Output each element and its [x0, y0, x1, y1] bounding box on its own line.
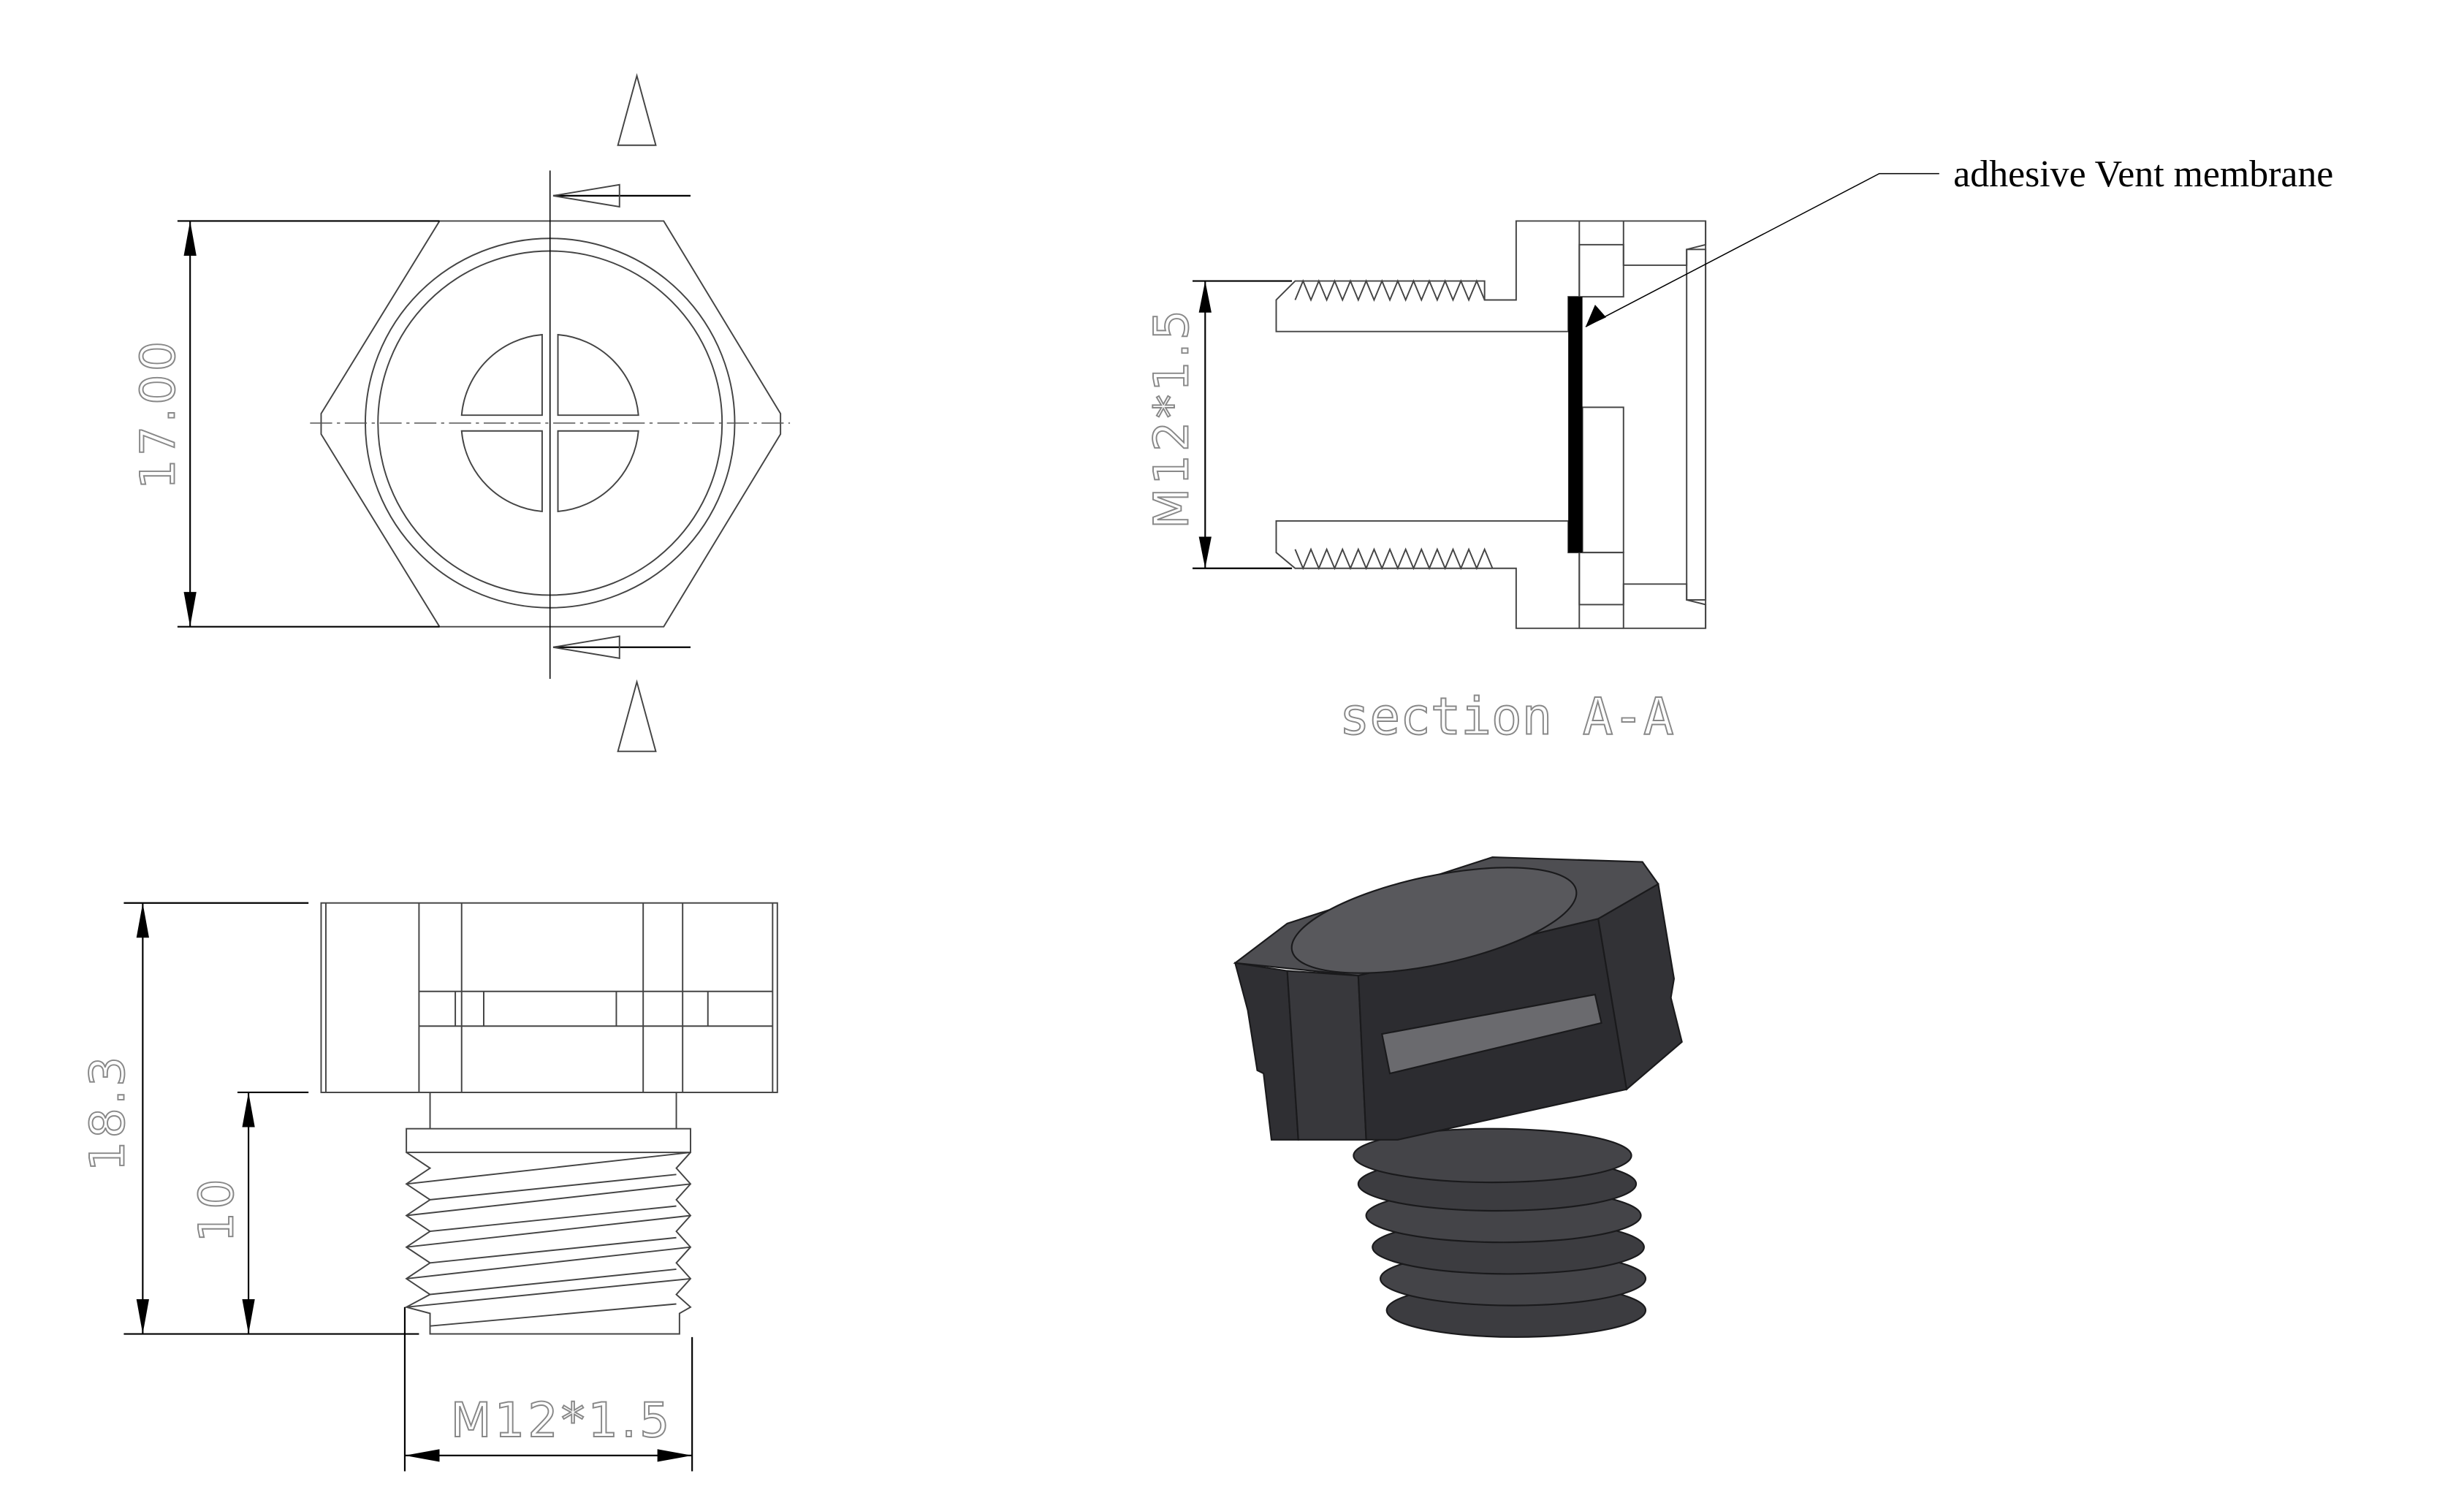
dimension-width: 17.00	[131, 220, 440, 628]
section-arrow-bottom: A	[552, 635, 691, 753]
slot-opening	[1380, 993, 1602, 1075]
top-view: A A 17.00	[131, 73, 791, 753]
vent-plug-3d-render	[1233, 856, 1683, 1338]
membrane-callout-label: adhesive Vent membrane	[1953, 153, 2333, 195]
dimension-width-label: 17.00	[132, 338, 186, 490]
section-view: adhesive Vent membrane M12*1.5 section A…	[1144, 153, 2334, 748]
membrane-callout: adhesive Vent membrane	[1585, 153, 2333, 327]
dimension-overall-height-label: 18.3	[80, 1053, 135, 1171]
section-title: section A-A	[1339, 688, 1674, 747]
side-view: 18.3 10 M12*1.5	[80, 902, 778, 1472]
section-arrow-top: A	[552, 73, 691, 208]
vent-membrane	[1568, 297, 1583, 553]
dimension-overall-height: 18.3	[80, 902, 419, 1335]
thread-3d	[1353, 1127, 1647, 1338]
dimension-thread-diameter-label: M12*1.5	[451, 1393, 673, 1448]
dimension-thread-diameter: M12*1.5	[403, 1307, 693, 1472]
hex-front-face	[1286, 970, 1367, 1141]
hex-outline	[320, 220, 782, 628]
hex-head-side	[320, 902, 778, 1093]
thread-wall-bottom	[1275, 520, 1581, 629]
dimension-thread-length: 10	[189, 1091, 309, 1334]
dimension-thread-length-label: 10	[189, 1176, 244, 1242]
top-recess	[1290, 867, 1578, 974]
thread-side	[404, 1092, 692, 1335]
flange-right-bottom	[1622, 583, 1707, 629]
section-thread-dimension: M12*1.5	[1144, 280, 1293, 569]
vent-cross-openings	[460, 333, 639, 513]
flange-right-top	[1622, 220, 1707, 266]
thread-wall-top	[1275, 220, 1581, 332]
section-outlines	[1294, 220, 1707, 629]
section-thread-dimension-label: M12*1.5	[1145, 307, 1200, 529]
